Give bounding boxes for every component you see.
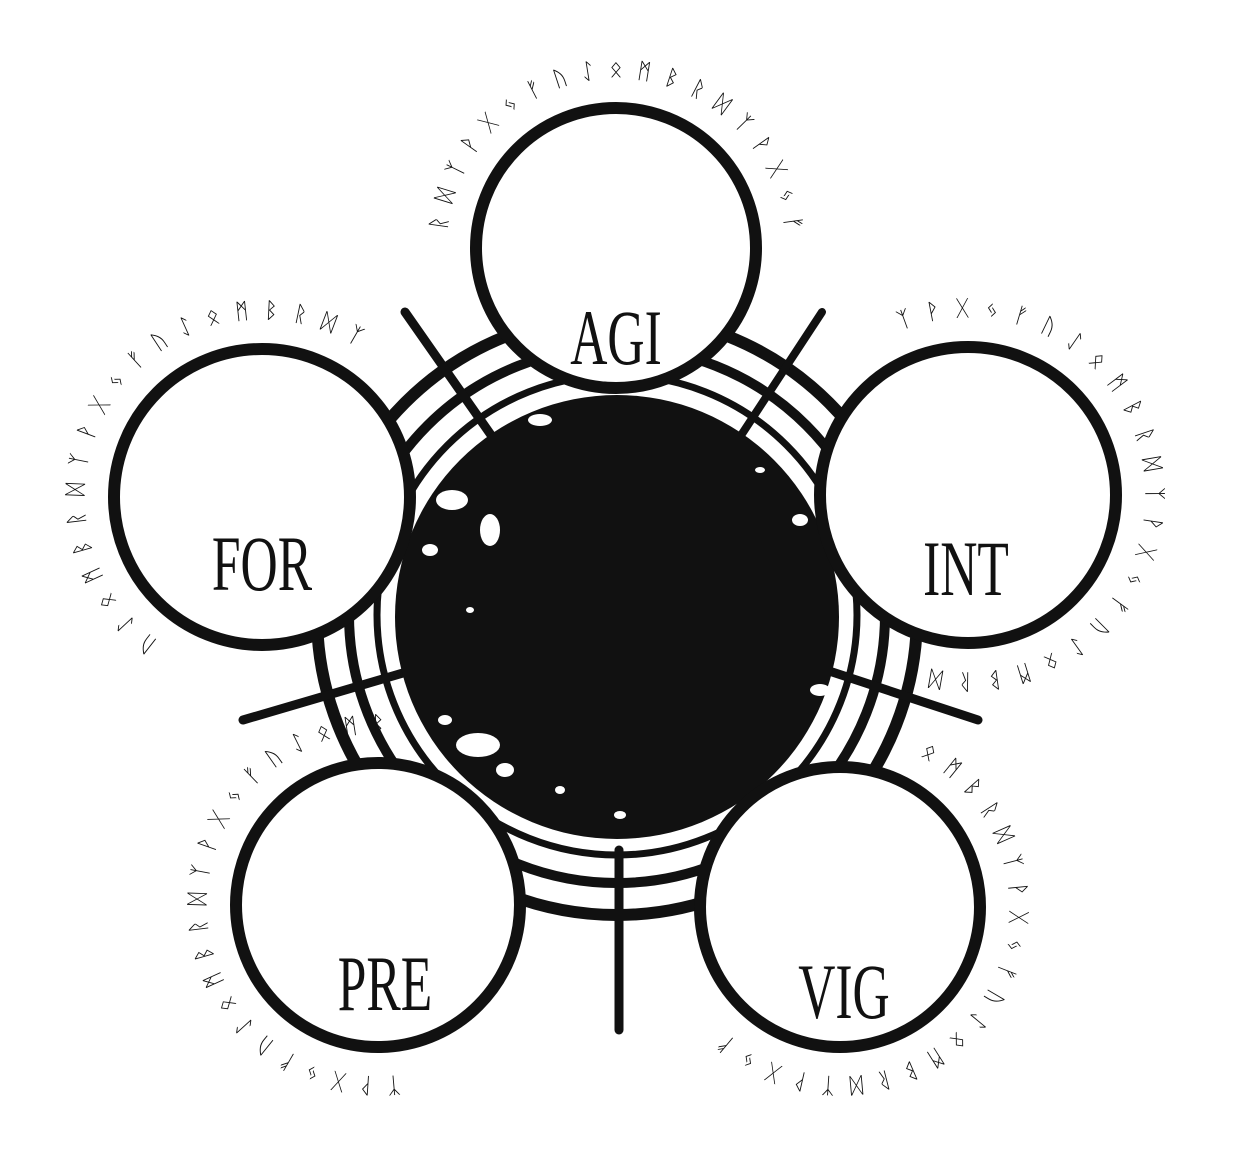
rune-glyph-icon: ᚹ: [791, 1067, 809, 1094]
ink-blot-specks: [422, 414, 830, 819]
rune-glyph-icon: ᚱ: [958, 668, 972, 693]
attribute-label-vig: VIG: [798, 950, 889, 1036]
slash-mark: [400, 307, 510, 460]
rune-glyph-icon: ᛒ: [986, 666, 1003, 693]
rune-glyph-icon: ᚠ: [779, 215, 806, 232]
rune-glyph-icon: ᛉ: [66, 451, 93, 469]
rune-glyph-icon: ᛞ: [849, 1071, 864, 1097]
rune-glyph-icon: ᛞ: [63, 482, 89, 496]
rune-glyph-icon: ᚹ: [359, 1072, 374, 1098]
rune-glyph-icon: ᚱ: [186, 919, 212, 935]
rune-glyph-icon: ᛒ: [69, 538, 97, 558]
attribute-circle-int: INT: [814, 341, 1122, 649]
rune-glyph-icon: ᛟ: [203, 304, 222, 332]
rune-glyph-icon: ᛒ: [371, 713, 384, 738]
rune-glyph-icon: ᚷ: [330, 1067, 348, 1094]
rune-glyph-icon: ᚱ: [291, 301, 309, 328]
rune-glyph-icon: ᚹ: [924, 299, 942, 326]
attribute-circle-vig: VIG: [694, 761, 986, 1053]
rune-glyph-icon: ᚹ: [1139, 515, 1166, 532]
slash-mark: [815, 663, 983, 725]
attribute-label-agi: AGI: [570, 296, 661, 382]
ink-blot-circle: [395, 395, 839, 839]
rune-glyph-icon: ᚹ: [1004, 881, 1030, 897]
rune-glyph-icon: ᛗ: [636, 59, 653, 86]
rune-glyph-icon: ᛉ: [821, 1072, 836, 1098]
rune-glyph-icon: ᛗ: [342, 714, 359, 741]
rune-glyph-icon: ᛒ: [191, 944, 219, 963]
attribute-circle-agi: AGI: [470, 102, 762, 394]
rune-glyph-icon: ᛃ: [1000, 936, 1027, 954]
slash-mark: [734, 308, 826, 444]
slash-marks: [238, 307, 983, 1035]
slash-mark: [238, 663, 425, 725]
attribute-circle-pre: PRE: [230, 757, 526, 1053]
rune-glyph-icon: ᛞ: [1138, 456, 1165, 473]
attribute-circle-for: FOR: [108, 343, 416, 651]
rune-glyph-icon: ᚷ: [955, 296, 969, 321]
rune-glyph-icon: ᛃ: [984, 297, 1000, 323]
rune-glyph-icon: ᛉ: [386, 1071, 401, 1097]
rune-glyph-icon: ᛒ: [264, 298, 278, 324]
rune-glyph-icon: ᛉ: [998, 852, 1026, 871]
attribute-label-int: INT: [923, 527, 1009, 613]
rune-glyph-icon: ᛇ: [579, 59, 596, 86]
attribute-label-pre: PRE: [338, 942, 432, 1028]
rune-glyph-icon: ᛉ: [188, 863, 215, 881]
rune-glyph-icon: ᛟ: [609, 58, 622, 83]
rune-glyph-icon: ᛗ: [234, 299, 250, 325]
rune-glyph-icon: ᛞ: [927, 665, 944, 692]
rune-glyph-icon: ᚷ: [1005, 910, 1031, 925]
rune-glyph-icon: ᛞ: [185, 892, 210, 906]
rune-glyph-icon: ᛉ: [1141, 487, 1166, 500]
rune-glyph-icon: ᚱ: [64, 511, 90, 527]
rune-glyph-icon: ᚱ: [426, 215, 453, 232]
rune-glyph-icon: ᚱ: [874, 1066, 893, 1093]
attribute-label-for: FOR: [212, 522, 312, 608]
ink-blot-core: [395, 395, 839, 839]
